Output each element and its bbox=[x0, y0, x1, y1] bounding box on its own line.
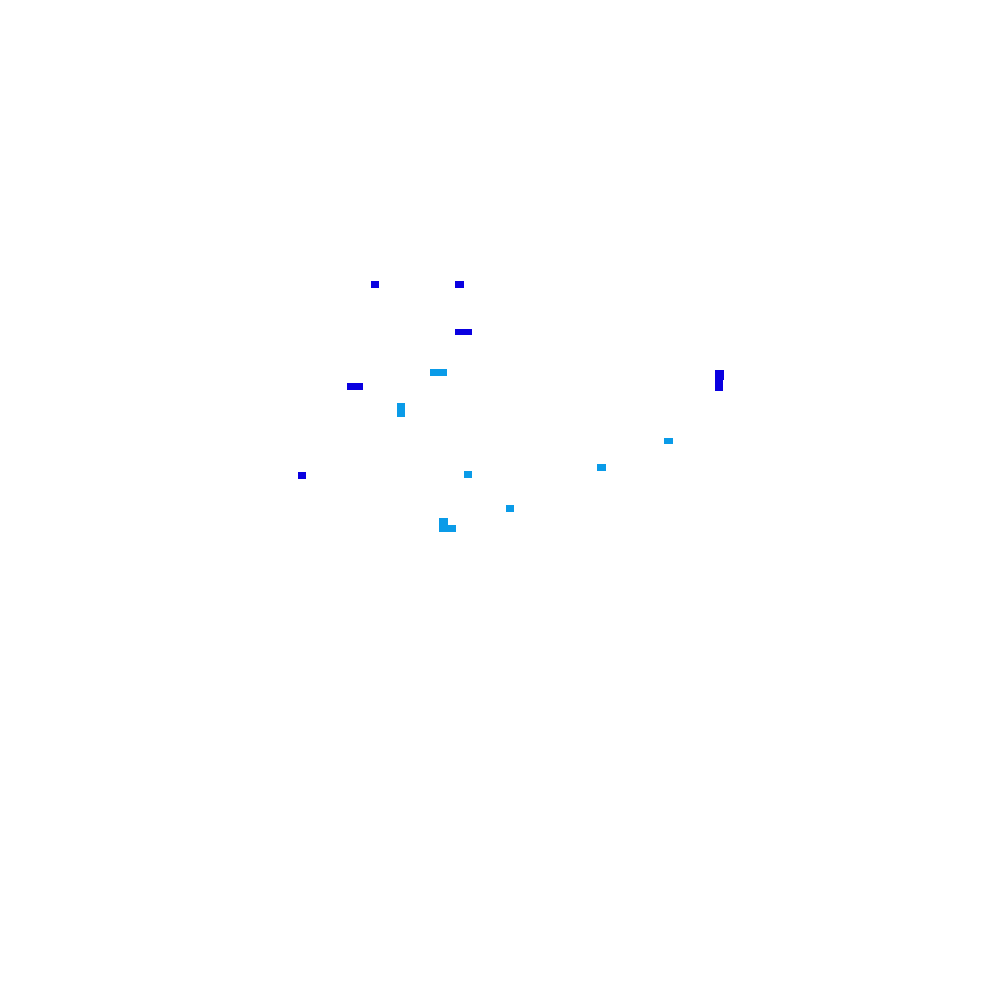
light-blue-bar bbox=[430, 369, 447, 376]
dark-blue-block bbox=[715, 370, 724, 380]
dark-blue-block bbox=[715, 380, 723, 391]
dark-blue-bar bbox=[455, 329, 472, 335]
light-blue-block bbox=[448, 525, 456, 532]
light-blue-block bbox=[439, 518, 448, 532]
light-blue-square bbox=[597, 464, 606, 471]
dark-blue-bar bbox=[347, 383, 363, 390]
dark-blue-square bbox=[298, 472, 306, 479]
dark-blue-square bbox=[455, 281, 464, 288]
dark-blue-square bbox=[371, 281, 379, 288]
light-blue-block bbox=[397, 403, 405, 417]
light-blue-square bbox=[664, 438, 673, 444]
light-blue-square bbox=[506, 505, 514, 512]
light-blue-square bbox=[464, 471, 472, 478]
